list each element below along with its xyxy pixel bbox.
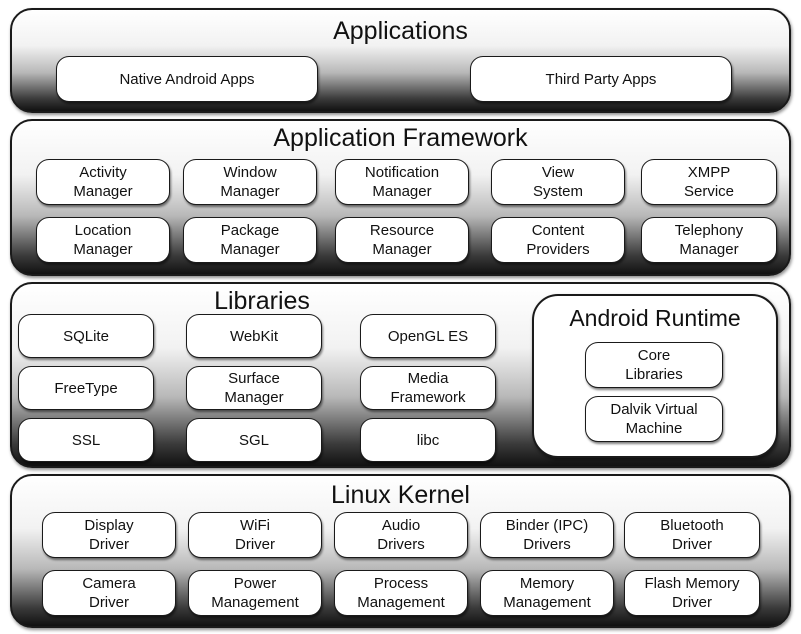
bluetooth-driver-box: Bluetooth Driver	[624, 512, 760, 558]
flash-memory-driver-box: Flash Memory Driver	[624, 570, 760, 616]
package-manager-box: Package Manager	[183, 217, 317, 263]
notification-manager-box: Notification Manager	[335, 159, 469, 205]
application-framework-title: Application Framework	[273, 124, 528, 152]
power-management-box: Power Management	[188, 570, 322, 616]
libc-box: libc	[360, 418, 496, 462]
android-runtime-title: Android Runtime	[569, 305, 741, 331]
location-manager-box: Location Manager	[36, 217, 170, 263]
window-manager-box: Window Manager	[183, 159, 317, 205]
linux-kernel-layer: Linux Kernel Display Driver WiFi Driver …	[10, 474, 791, 628]
memory-management-box: Memory Management	[480, 570, 614, 616]
sgl-box: SGL	[186, 418, 322, 462]
linux-kernel-title: Linux Kernel	[331, 481, 470, 509]
binder-ipc-drivers-box: Binder (IPC) Drivers	[480, 512, 614, 558]
view-system-box: View System	[491, 159, 625, 205]
xmpp-service-box: XMPP Service	[641, 159, 777, 205]
media-framework-box: Media Framework	[360, 366, 496, 410]
android-runtime-panel: Android Runtime Core Libraries Dalvik Vi…	[532, 294, 778, 458]
libraries-title: Libraries	[214, 287, 310, 315]
webkit-box: WebKit	[186, 314, 322, 358]
wifi-driver-box: WiFi Driver	[188, 512, 322, 558]
applications-layer: Applications Native Android Apps Third P…	[10, 8, 791, 113]
content-providers-box: Content Providers	[491, 217, 625, 263]
resource-manager-box: Resource Manager	[335, 217, 469, 263]
audio-drivers-box: Audio Drivers	[334, 512, 468, 558]
libraries-layer: Libraries SQLite WebKit OpenGL ES FreeTy…	[10, 282, 791, 468]
surface-manager-box: Surface Manager	[186, 366, 322, 410]
activity-manager-box: Activity Manager	[36, 159, 170, 205]
freetype-box: FreeType	[18, 366, 154, 410]
opengl-es-box: OpenGL ES	[360, 314, 496, 358]
applications-title: Applications	[333, 17, 468, 45]
camera-driver-box: Camera Driver	[42, 570, 176, 616]
telephony-manager-box: Telephony Manager	[641, 217, 777, 263]
process-management-box: Process Management	[334, 570, 468, 616]
sqlite-box: SQLite	[18, 314, 154, 358]
display-driver-box: Display Driver	[42, 512, 176, 558]
third-party-apps-box: Third Party Apps	[470, 56, 732, 102]
ssl-box: SSL	[18, 418, 154, 462]
core-libraries-box: Core Libraries	[585, 342, 723, 388]
native-android-apps-box: Native Android Apps	[56, 56, 318, 102]
application-framework-layer: Application Framework Activity Manager W…	[10, 119, 791, 276]
dalvik-virtual-machine-box: Dalvik Virtual Machine	[585, 396, 723, 442]
